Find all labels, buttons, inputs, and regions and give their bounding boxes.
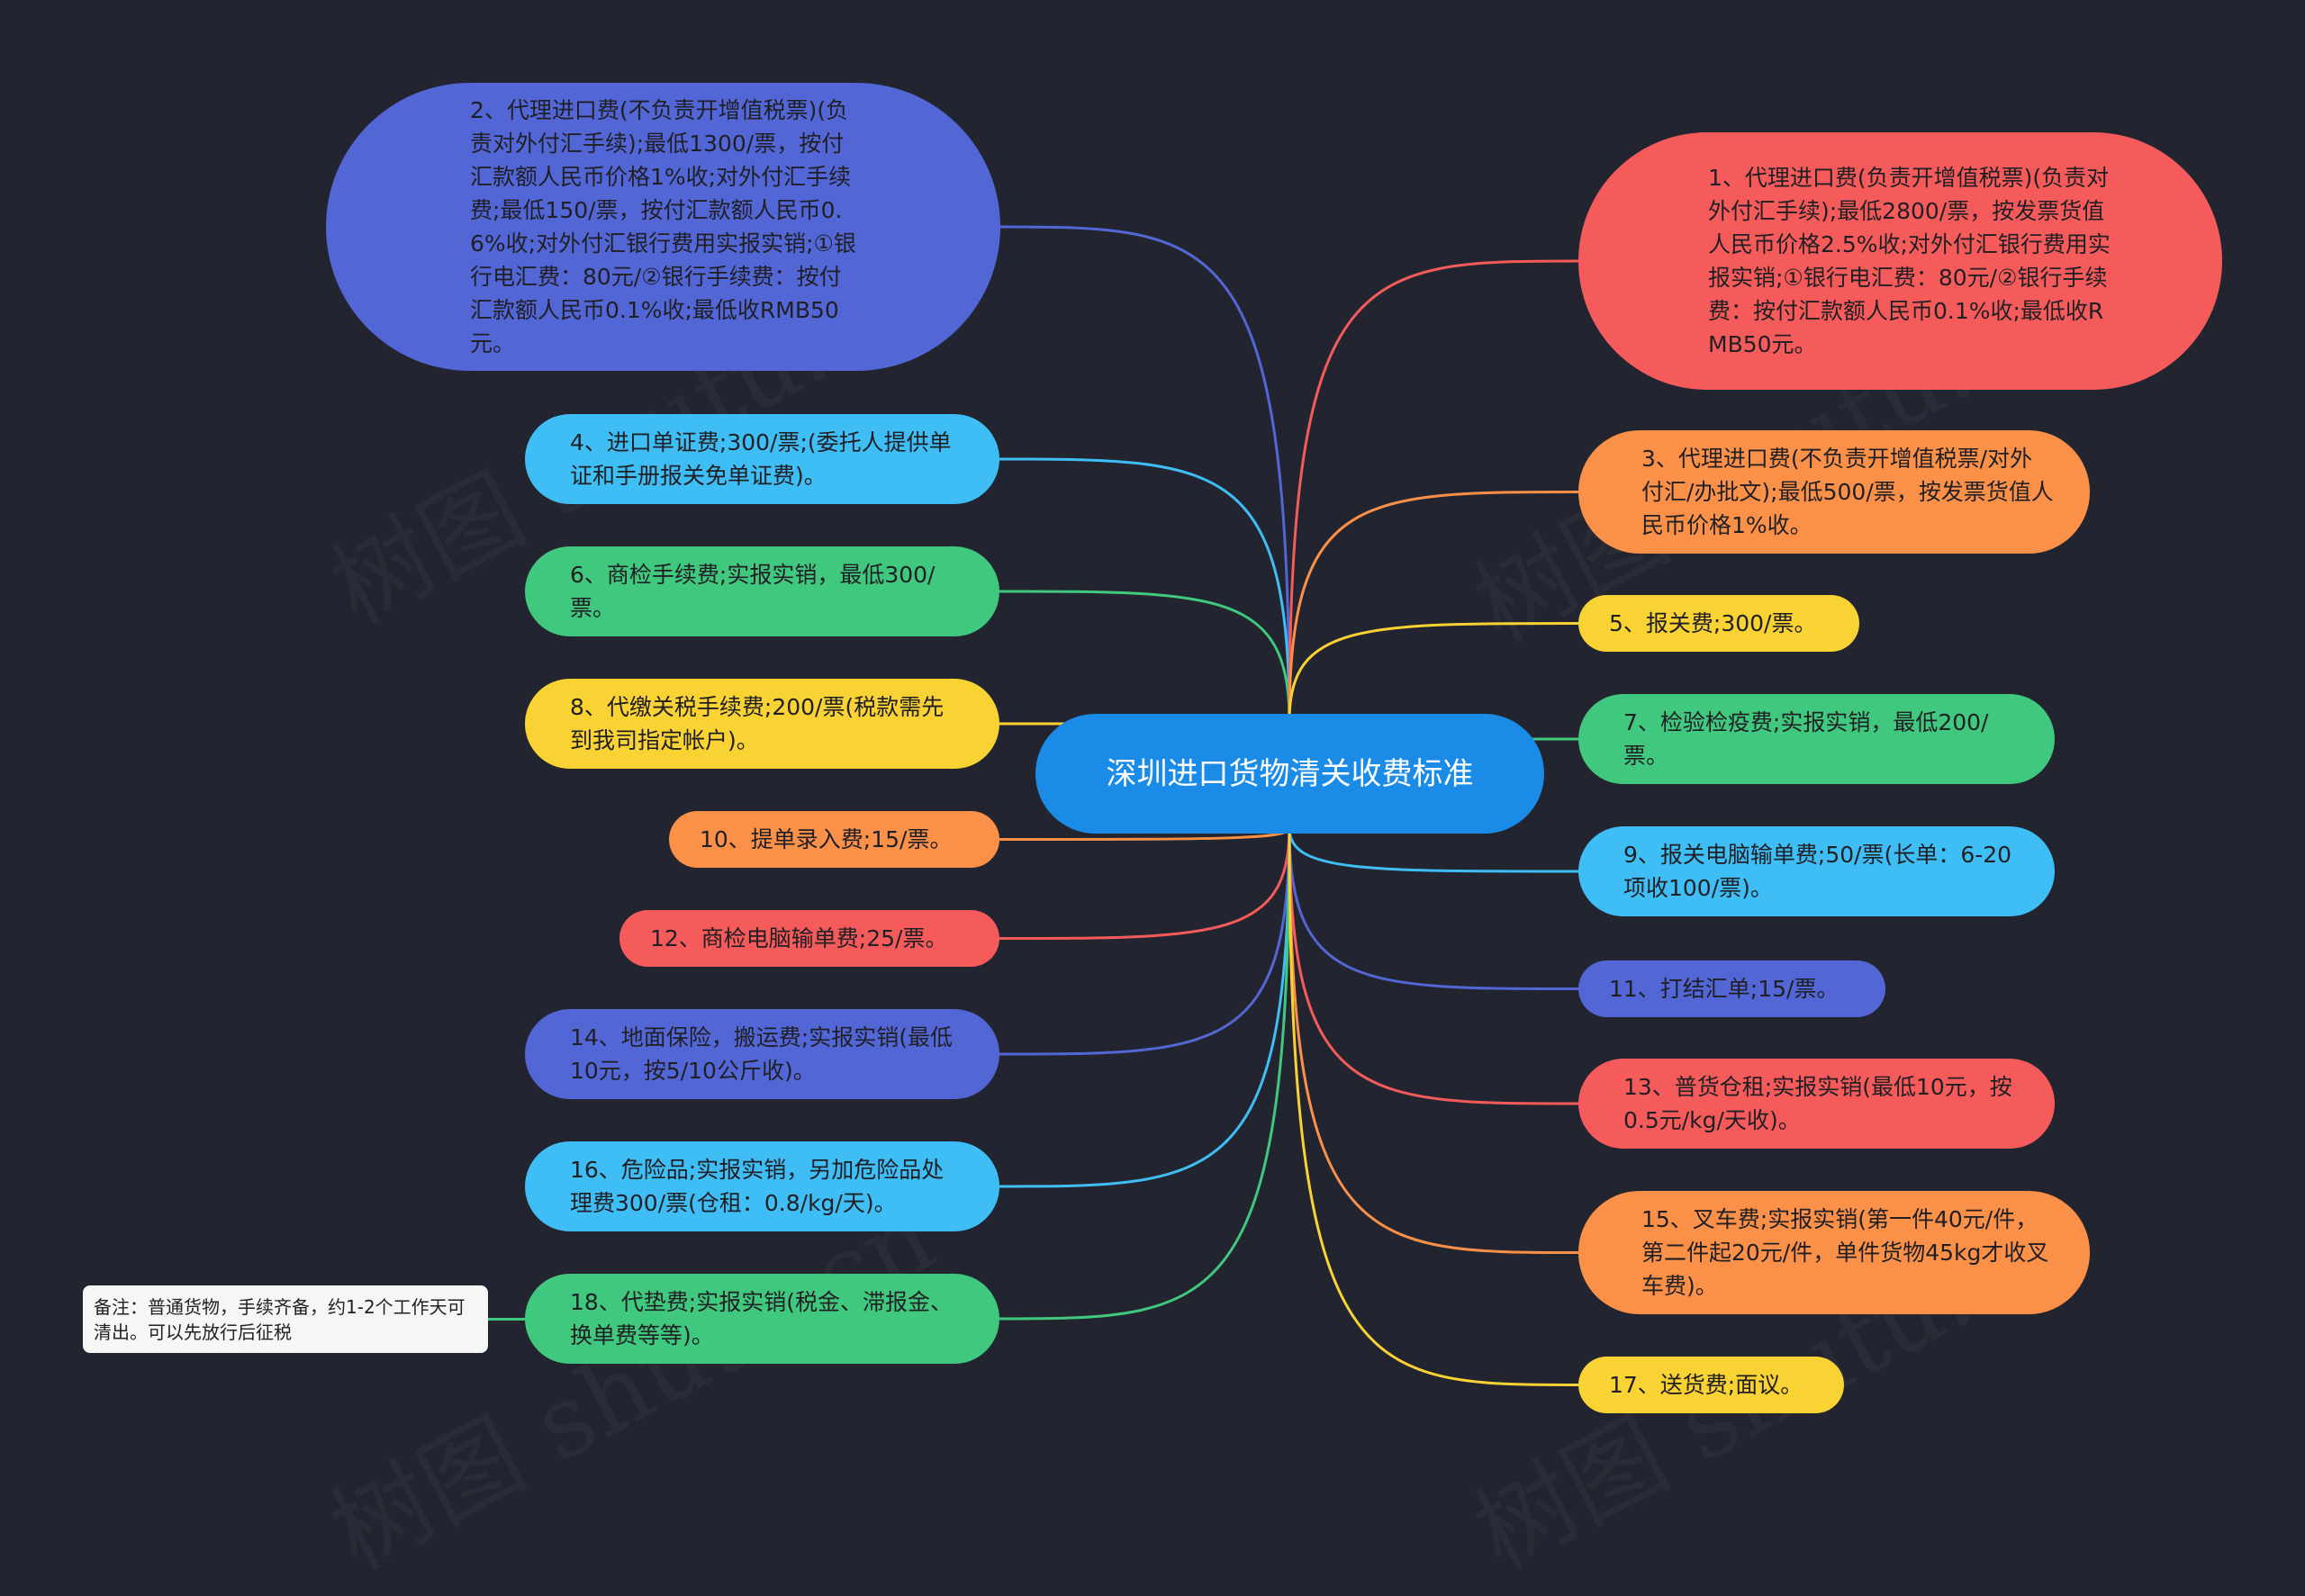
connector-line (999, 457, 1291, 721)
branch-label: 11、打结汇单;15/票。 (1609, 976, 1839, 1002)
branch-label: 18、代垫费;实报实销(税金、滞报金、换单费等等)。 (570, 1289, 953, 1348)
branch-right-9-declaration-input-fee[interactable]: 9、报关电脑输单费;50/票(长单：6-20项收100/票)。 (1578, 826, 2055, 916)
branch-label: 2、代理进口费(不负责开增值税票)(负责对外付汇手续);最低1300/票，按付汇… (470, 97, 856, 356)
connector-line (1288, 827, 1579, 1386)
connector-line (999, 827, 1291, 1321)
branch-label: 12、商检电脑输单费;25/票。 (650, 925, 948, 951)
branch-right-7-quarantine-fee[interactable]: 7、检验检疫费;实报实销，最低200/票。 (1578, 694, 2055, 784)
branch-left-10-bill-entry-fee[interactable]: 10、提单录入费;15/票。 (669, 811, 999, 868)
connector-line (999, 827, 1291, 940)
branch-left-12-inspection-input-fee[interactable]: 12、商检电脑输单费;25/票。 (619, 910, 999, 967)
branch-label: 15、叉车费;实报实销(第一件40元/件，第二件起20元/件，单件货物45kg才… (1641, 1206, 2049, 1299)
branch-left-18-advance-payment[interactable]: 18、代垫费;实报实销(税金、滞报金、换单费等等)。 (525, 1274, 999, 1364)
branch-right-1-agent-import-fee[interactable]: 1、代理进口费(负责开增值税票)(负责对外付汇手续);最低2800/票，按发票货… (1578, 132, 2222, 390)
branch-right-13-warehouse-rent[interactable]: 13、普货仓租;实报实销(最低10元，按0.5元/kg/天收)。 (1578, 1059, 2055, 1149)
connector-line (1288, 827, 1579, 990)
branch-left-14-ground-insurance[interactable]: 14、地面保险，搬运费;实报实销(最低10元，按5/10公斤收)。 (525, 1009, 999, 1099)
connector-line (1288, 259, 1579, 721)
branch-label: 8、代缴关税手续费;200/票(税款需先到我司指定帐户)。 (570, 694, 945, 753)
branch-right-3-agent-import-fee[interactable]: 3、代理进口费(不负责开增值税票/对外付汇/办批文);最低500/票，按发票货值… (1578, 430, 2090, 554)
branch-label: 14、地面保险，搬运费;实报实销(最低10元，按5/10公斤收)。 (570, 1024, 953, 1084)
connector-line (1288, 827, 1579, 1105)
branch-label: 6、商检手续费;实报实销，最低300/票。 (570, 562, 936, 621)
branch-label: 13、普货仓租;实报实销(最低10元，按0.5元/kg/天收)。 (1623, 1074, 2012, 1133)
branch-label: 9、报关电脑输单费;50/票(长单：6-20项收100/票)。 (1623, 842, 2012, 901)
connector-line (1288, 827, 1579, 873)
branch-label: 10、提单录入费;15/票。 (700, 826, 953, 852)
branch-left-6-inspection-fee[interactable]: 6、商检手续费;实报实销，最低300/票。 (525, 546, 999, 636)
branch-right-5-customs-declaration-fee[interactable]: 5、报关费;300/票。 (1578, 595, 1859, 652)
branch-label: 1、代理进口费(负责开增值税票)(负责对外付汇手续);最低2800/票，按发票货… (1708, 165, 2111, 357)
branch-left-4-document-fee[interactable]: 4、进口单证费;300/票;(委托人提供单证和手册报关免单证费)。 (525, 414, 999, 504)
branch-label: 16、危险品;实报实销，另加危险品处理费300/票(仓租：0.8/kg/天)。 (570, 1157, 945, 1216)
branch-right-17-delivery-fee[interactable]: 17、送货费;面议。 (1578, 1357, 1844, 1413)
branch-right-11-settlement-form[interactable]: 11、打结汇单;15/票。 (1578, 960, 1885, 1017)
connector-line (999, 590, 1291, 721)
branch-left-2-agent-import-fee[interactable]: 2、代理进口费(不负责开增值税票)(负责对外付汇手续);最低1300/票，按付汇… (326, 83, 1000, 371)
branch-label: 7、检验检疫费;实报实销，最低200/票。 (1623, 709, 1989, 769)
connector-line (1288, 622, 1579, 721)
branch-right-15-forklift-fee[interactable]: 15、叉车费;实报实销(第一件40元/件，第二件起20元/件，单件货物45kg才… (1578, 1191, 2090, 1314)
connector-line (1288, 491, 1579, 721)
branch-label: 17、送货费;面议。 (1609, 1372, 1803, 1398)
connector-line (999, 827, 1291, 1188)
connector-line (999, 827, 1291, 1056)
connector-line (1288, 827, 1579, 1254)
branch-left-8-duty-payment-fee[interactable]: 8、代缴关税手续费;200/票(税款需先到我司指定帐户)。 (525, 679, 999, 769)
central-topic-label: 深圳进口货物清关收费标准 (1106, 755, 1474, 792)
branch-label: 5、报关费;300/票。 (1609, 610, 1817, 636)
connector-line (999, 225, 1291, 721)
branch-left-16-dangerous-goods[interactable]: 16、危险品;实报实销，另加危险品处理费300/票(仓租：0.8/kg/天)。 (525, 1141, 999, 1231)
branch-label: 4、进口单证费;300/票;(委托人提供单证和手册报关免单证费)。 (570, 429, 952, 489)
remark-note[interactable]: 备注：普通货物，手续齐备，约1-2个工作天可清出。可以先放行后征税 (83, 1285, 488, 1353)
remark-note-label: 备注：普通货物，手续齐备，约1-2个工作天可清出。可以先放行后征税 (94, 1295, 466, 1343)
central-topic[interactable]: 深圳进口货物清关收费标准 (1035, 714, 1544, 834)
branch-label: 3、代理进口费(不负责开增值税票/对外付汇/办批文);最低500/票，按发票货值… (1641, 446, 2054, 538)
mindmap-canvas: 树图 shutu.cn 树图 shutu.cn 树图 shutu.cn 树图 s… (83, 83, 2222, 1413)
